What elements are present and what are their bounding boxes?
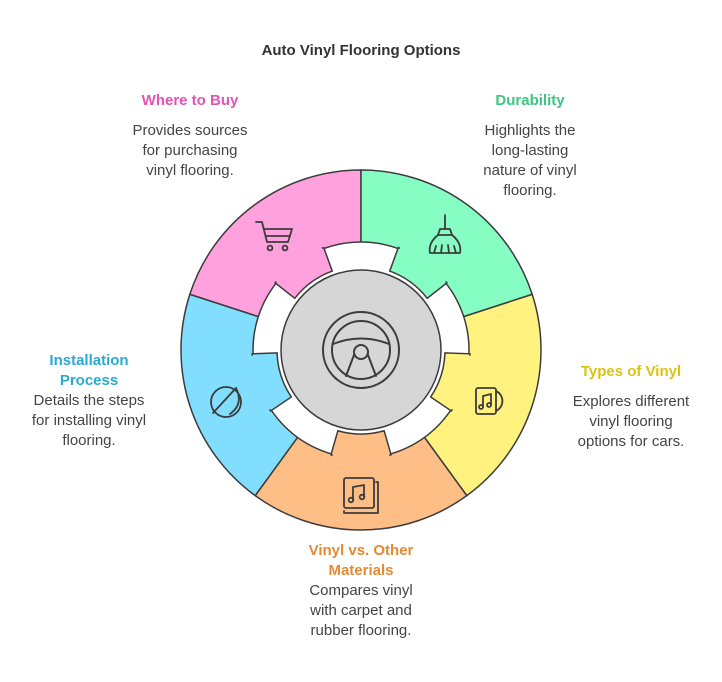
where-to-buy-heading: Where to Buy: [141, 92, 239, 109]
vinyl-vs-other-heading: Vinyl vs. Other Materials: [308, 542, 414, 579]
durability-tooth-joint: [398, 245, 449, 284]
diagram-title: Auto Vinyl Flooring Options: [261, 42, 461, 59]
broom-icon: [428, 214, 462, 254]
durability-heading: Durability: [495, 92, 565, 109]
types-of-vinyl-heading: Types of Vinyl: [580, 363, 682, 380]
where-to-buy-tooth-joint: [273, 245, 324, 284]
vinyl-vs-other-tooth-joint: [332, 451, 390, 462]
types-of-vinyl-block: Types of Vinyl Explores different vinyl …: [551, 362, 711, 452]
installation-process-block: Installation Process Details the steps f…: [14, 351, 164, 451]
types-of-vinyl-description: Explores different vinyl flooring option…: [572, 393, 690, 450]
vinyl-vs-other-description: Compares vinyl with carpet and rubber fl…: [309, 582, 413, 639]
vinyl-record-icon: [475, 387, 504, 415]
shopping-cart-icon: [255, 221, 293, 252]
installation-process-tooth-joint: [249, 355, 273, 411]
vinyl-vs-other-block: Vinyl vs. Other Materials Compares vinyl…: [276, 541, 446, 641]
music-albums-icon: [343, 477, 379, 514]
durability-block: Durability Highlights the long-lasting n…: [447, 91, 613, 201]
installation-process-description: Details the steps for installing vinyl f…: [31, 392, 147, 449]
installation-process-heading: Installation Process: [49, 352, 129, 389]
steering-wheel-icon: [322, 311, 400, 389]
hub-circle: [280, 269, 442, 431]
tool-icon: [210, 386, 242, 418]
where-to-buy-description: Provides sources for purchasing vinyl fl…: [132, 122, 248, 179]
types-of-vinyl-tooth-joint: [449, 355, 473, 411]
durability-description: Highlights the long-lasting nature of vi…: [483, 122, 577, 199]
where-to-buy-block: Where to Buy Provides sources for purcha…: [104, 91, 276, 181]
